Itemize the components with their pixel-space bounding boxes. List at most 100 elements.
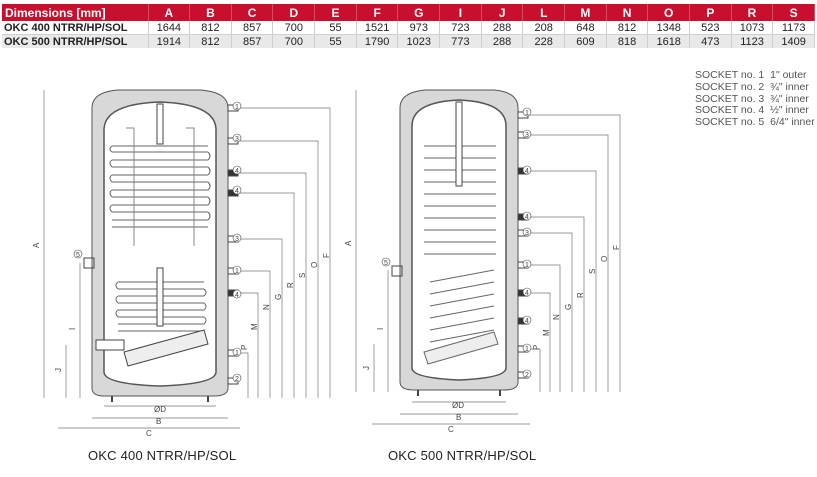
dim-letter: M	[250, 323, 259, 330]
cell: 812	[606, 21, 649, 35]
table-row: OKC 500 NTRR/HP/SOL 1914 812 857 700 55 …	[2, 34, 815, 48]
dim-letter: J	[362, 366, 371, 370]
dim-letter: R	[286, 282, 295, 288]
socket-label: SOCKET no. 5	[695, 116, 765, 129]
socket-number: 3	[525, 230, 529, 237]
dim-letter: ØD	[452, 401, 464, 410]
socket-legend: SOCKET no. 1 1" outer SOCKET no. 2 ¾" in…	[695, 69, 815, 129]
cell: 1023	[397, 34, 441, 48]
dim-letter: G	[564, 304, 573, 310]
socket-number: 2	[235, 376, 239, 383]
cell: 818	[606, 34, 649, 48]
dim-letter: I	[376, 328, 385, 330]
tank-500-letters: F O S R G N M P A I J ØD B C	[344, 240, 621, 434]
socket-label: SOCKET no. 1	[695, 69, 765, 81]
dim-letter: N	[552, 314, 561, 320]
dim-letter: A	[344, 240, 353, 246]
socket-number: 4	[525, 214, 529, 221]
cell: 288	[481, 34, 524, 48]
dim-letter: C	[146, 429, 152, 438]
socket-label: SOCKET no. 2	[695, 80, 765, 93]
cell: 773	[439, 34, 482, 48]
dim-letter: G	[274, 294, 283, 300]
cell: 1073	[731, 21, 774, 35]
socket-number: 4	[525, 168, 529, 175]
socket-number: 4	[525, 318, 529, 325]
dim-letter: P	[532, 345, 541, 350]
socket-number: 3	[525, 132, 529, 139]
cell: 1348	[647, 21, 691, 35]
tank-400-socket-markers: 1 3 4 4 3 1 4 1 2 5	[73, 101, 242, 383]
cell: 857	[231, 21, 274, 35]
cell: 812	[189, 34, 232, 48]
cell: 523	[689, 21, 732, 35]
dim-letter: S	[298, 273, 307, 278]
col-header: B	[189, 4, 232, 21]
col-header: A	[148, 4, 191, 21]
col-header: S	[772, 4, 815, 21]
socket-number: 3	[235, 136, 239, 143]
legend-row: SOCKET no. 4 ½" inner	[695, 104, 815, 117]
socket-number: 5	[76, 252, 80, 259]
col-header: L	[522, 4, 566, 21]
socket-size: ¾" inner	[770, 92, 809, 105]
cell: 857	[231, 34, 274, 48]
cell: 1644	[148, 21, 191, 35]
dimensions-table: Dimensions [mm] A B C D E F G I J L M N …	[2, 4, 815, 48]
cell: 1914	[148, 34, 191, 48]
cell: 1618	[647, 34, 691, 48]
socket-label: SOCKET no. 4	[695, 104, 765, 117]
cell: 1409	[772, 34, 815, 48]
socket-number: 1	[235, 350, 239, 357]
caption-okc-400: OKC 400 NTRR/HP/SOL	[88, 448, 237, 463]
col-header: I	[439, 4, 482, 21]
dim-letter: C	[448, 425, 454, 434]
dim-letter: F	[322, 253, 331, 258]
dim-letter: R	[576, 292, 585, 298]
socket-number: 4	[235, 188, 239, 195]
socket-size: ¾" inner	[770, 80, 809, 93]
col-header: R	[731, 4, 774, 21]
tank-400-letters: F O S R G N M P A I J ØD B C	[32, 242, 331, 438]
socket-number: 1	[235, 268, 239, 275]
col-header: P	[689, 4, 732, 21]
dim-letter: O	[310, 262, 319, 268]
cell: 288	[481, 21, 524, 35]
legend-row: SOCKET no. 5 6/4" inner	[695, 116, 815, 129]
socket-size: 1" outer	[770, 69, 807, 81]
cell: 1790	[356, 34, 399, 48]
socket-number: 1	[525, 262, 529, 269]
dim-letter: P	[240, 345, 249, 350]
dim-letter: S	[588, 269, 597, 274]
table-header-label: Dimensions [mm]	[2, 4, 149, 21]
dim-letter: N	[262, 304, 271, 310]
dim-letter: ØD	[154, 405, 166, 414]
col-header: F	[356, 4, 399, 21]
cell: 812	[189, 21, 232, 35]
socket-number: 2	[525, 372, 529, 379]
col-header: G	[397, 4, 441, 21]
dim-letter: B	[156, 417, 161, 426]
table-header-row: Dimensions [mm] A B C D E F G I J L M N …	[2, 4, 815, 21]
col-header: J	[481, 4, 524, 21]
legend-row: SOCKET no. 1 1" outer	[695, 69, 815, 82]
socket-size: ½" inner	[770, 104, 809, 117]
tank-500-drawing	[355, 89, 621, 425]
socket-number: 4	[235, 292, 239, 299]
tank-500-socket-markers: 1 3 4 4 3 1 4 4 1 2 5	[381, 107, 532, 379]
cell: 1173	[772, 21, 815, 35]
cell: 609	[564, 34, 607, 48]
cell: 973	[397, 21, 441, 35]
table-row: OKC 400 NTRR/HP/SOL 1644 812 857 700 55 …	[2, 21, 815, 35]
socket-number: 4	[235, 168, 239, 175]
legend-row: SOCKET no. 2 ¾" inner	[695, 80, 815, 94]
socket-number: 3	[235, 236, 239, 243]
col-header: M	[564, 4, 607, 21]
col-header: E	[314, 4, 357, 21]
col-header: D	[272, 4, 316, 21]
socket-number: 1	[525, 346, 529, 353]
cell: 700	[272, 34, 316, 48]
dim-letter: A	[32, 242, 41, 248]
cell: 55	[314, 34, 357, 48]
